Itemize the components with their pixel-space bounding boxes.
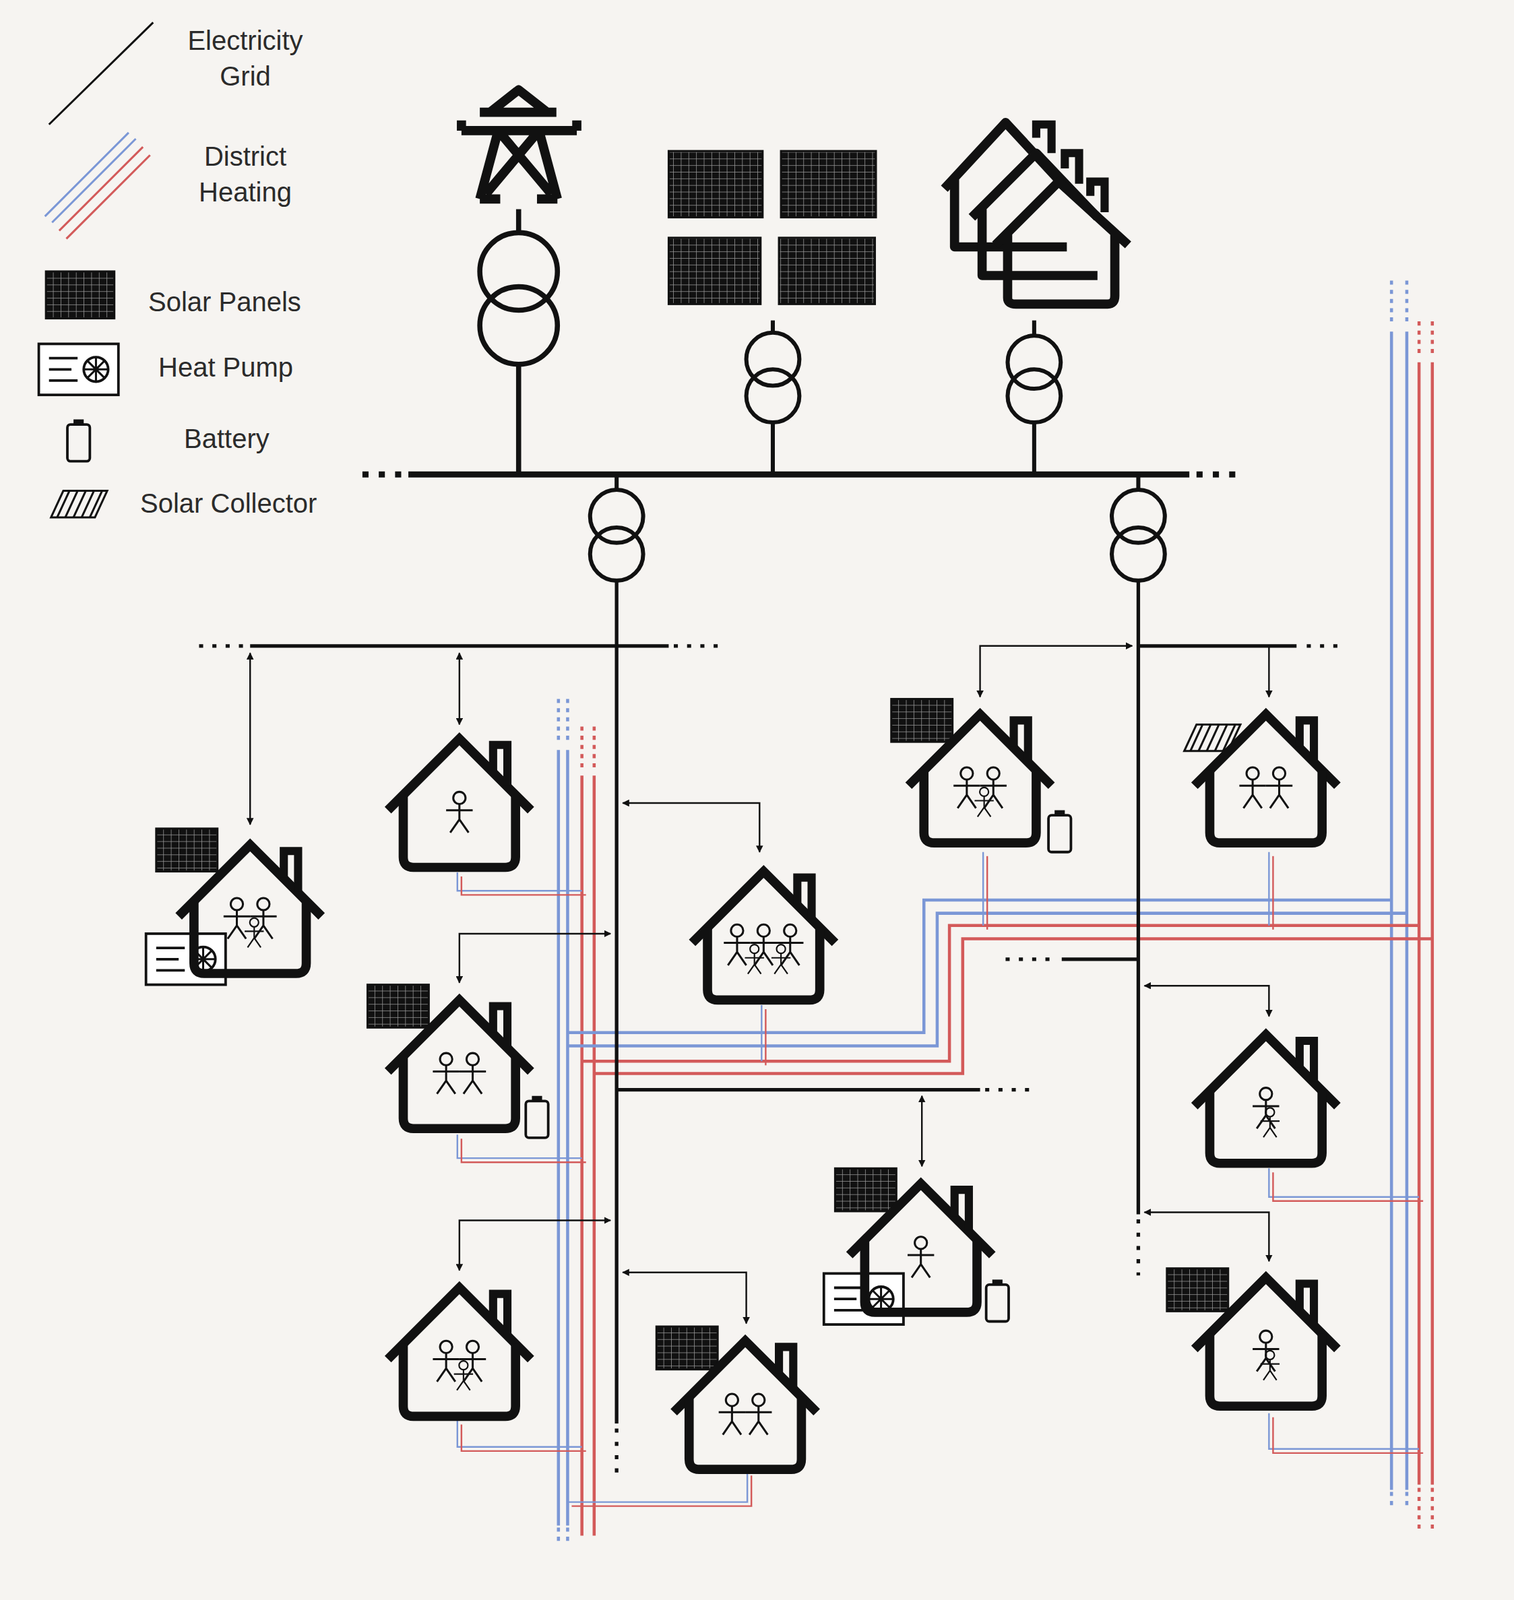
legend-label: Heat Pump xyxy=(158,349,294,386)
house-icon xyxy=(908,714,1052,843)
person-icon xyxy=(1260,1107,1280,1138)
house-icon xyxy=(388,739,531,868)
person-icon xyxy=(907,1237,934,1279)
legend-label: Solar Collector xyxy=(140,485,317,522)
person-icon xyxy=(1266,767,1293,809)
heating-service-pipe xyxy=(461,1424,587,1451)
district-heating-pipes xyxy=(558,280,1433,1547)
person-icon xyxy=(459,1053,486,1095)
house-icon xyxy=(1194,1034,1338,1164)
house-icon xyxy=(673,1340,817,1470)
heating-service-pipe xyxy=(457,872,583,891)
heating-service-pipe xyxy=(461,876,587,895)
person-icon xyxy=(718,1394,746,1436)
heating-service-pipe xyxy=(1268,1168,1419,1197)
person-icon xyxy=(723,924,750,966)
house-icon xyxy=(1194,714,1338,843)
person-icon xyxy=(454,1361,473,1391)
house-icon xyxy=(849,1183,993,1313)
heating-service-pipe xyxy=(760,1005,763,1062)
heating-service-pipe xyxy=(1272,1417,1424,1454)
heating-service-pipe xyxy=(1268,852,1270,926)
person-icon xyxy=(745,1394,772,1436)
power-flow-arrows xyxy=(249,646,1269,1324)
person-icon xyxy=(244,918,264,949)
person-icon xyxy=(1252,1330,1279,1372)
legend-label: Battery xyxy=(183,421,270,457)
heating-service-pipe xyxy=(567,1471,748,1502)
grid-supply xyxy=(362,89,1241,581)
heating-service-pipe xyxy=(1268,1413,1419,1450)
house-icon xyxy=(178,844,322,974)
person-icon xyxy=(1239,767,1266,809)
person-icon xyxy=(1252,1088,1279,1130)
house-heating-connections xyxy=(457,852,1424,1507)
person-icon xyxy=(223,898,250,940)
distribution-lines xyxy=(198,581,1343,1480)
legend-samples xyxy=(39,22,154,518)
person-icon xyxy=(432,1053,459,1095)
heating-service-pipe xyxy=(571,1475,752,1506)
houses xyxy=(146,699,1338,1471)
person-icon xyxy=(1260,1350,1280,1381)
house-icon xyxy=(691,871,835,1001)
person-icon xyxy=(745,944,765,975)
person-icon xyxy=(771,944,791,975)
heating-service-pipe xyxy=(1272,1172,1424,1201)
person-icon xyxy=(432,1340,459,1382)
heating-service-pipe xyxy=(982,852,984,926)
legend-label: Electricity Grid xyxy=(164,22,327,95)
person-icon xyxy=(953,767,980,809)
person-icon xyxy=(974,787,994,818)
house-icon xyxy=(388,1288,531,1417)
heating-service-pipe xyxy=(986,856,988,930)
house-icon xyxy=(388,999,531,1129)
person-icon xyxy=(446,791,473,833)
house-icon xyxy=(1194,1277,1338,1407)
heating-service-pipe xyxy=(457,1134,583,1159)
heating-service-pipe xyxy=(461,1138,587,1163)
heating-service-pipe xyxy=(1272,856,1274,930)
legend-label: Solar Panels xyxy=(148,284,302,321)
legend-label: District Heating xyxy=(164,138,327,211)
heating-service-pipe xyxy=(457,1420,583,1447)
heating-service-pipe xyxy=(764,1009,767,1066)
